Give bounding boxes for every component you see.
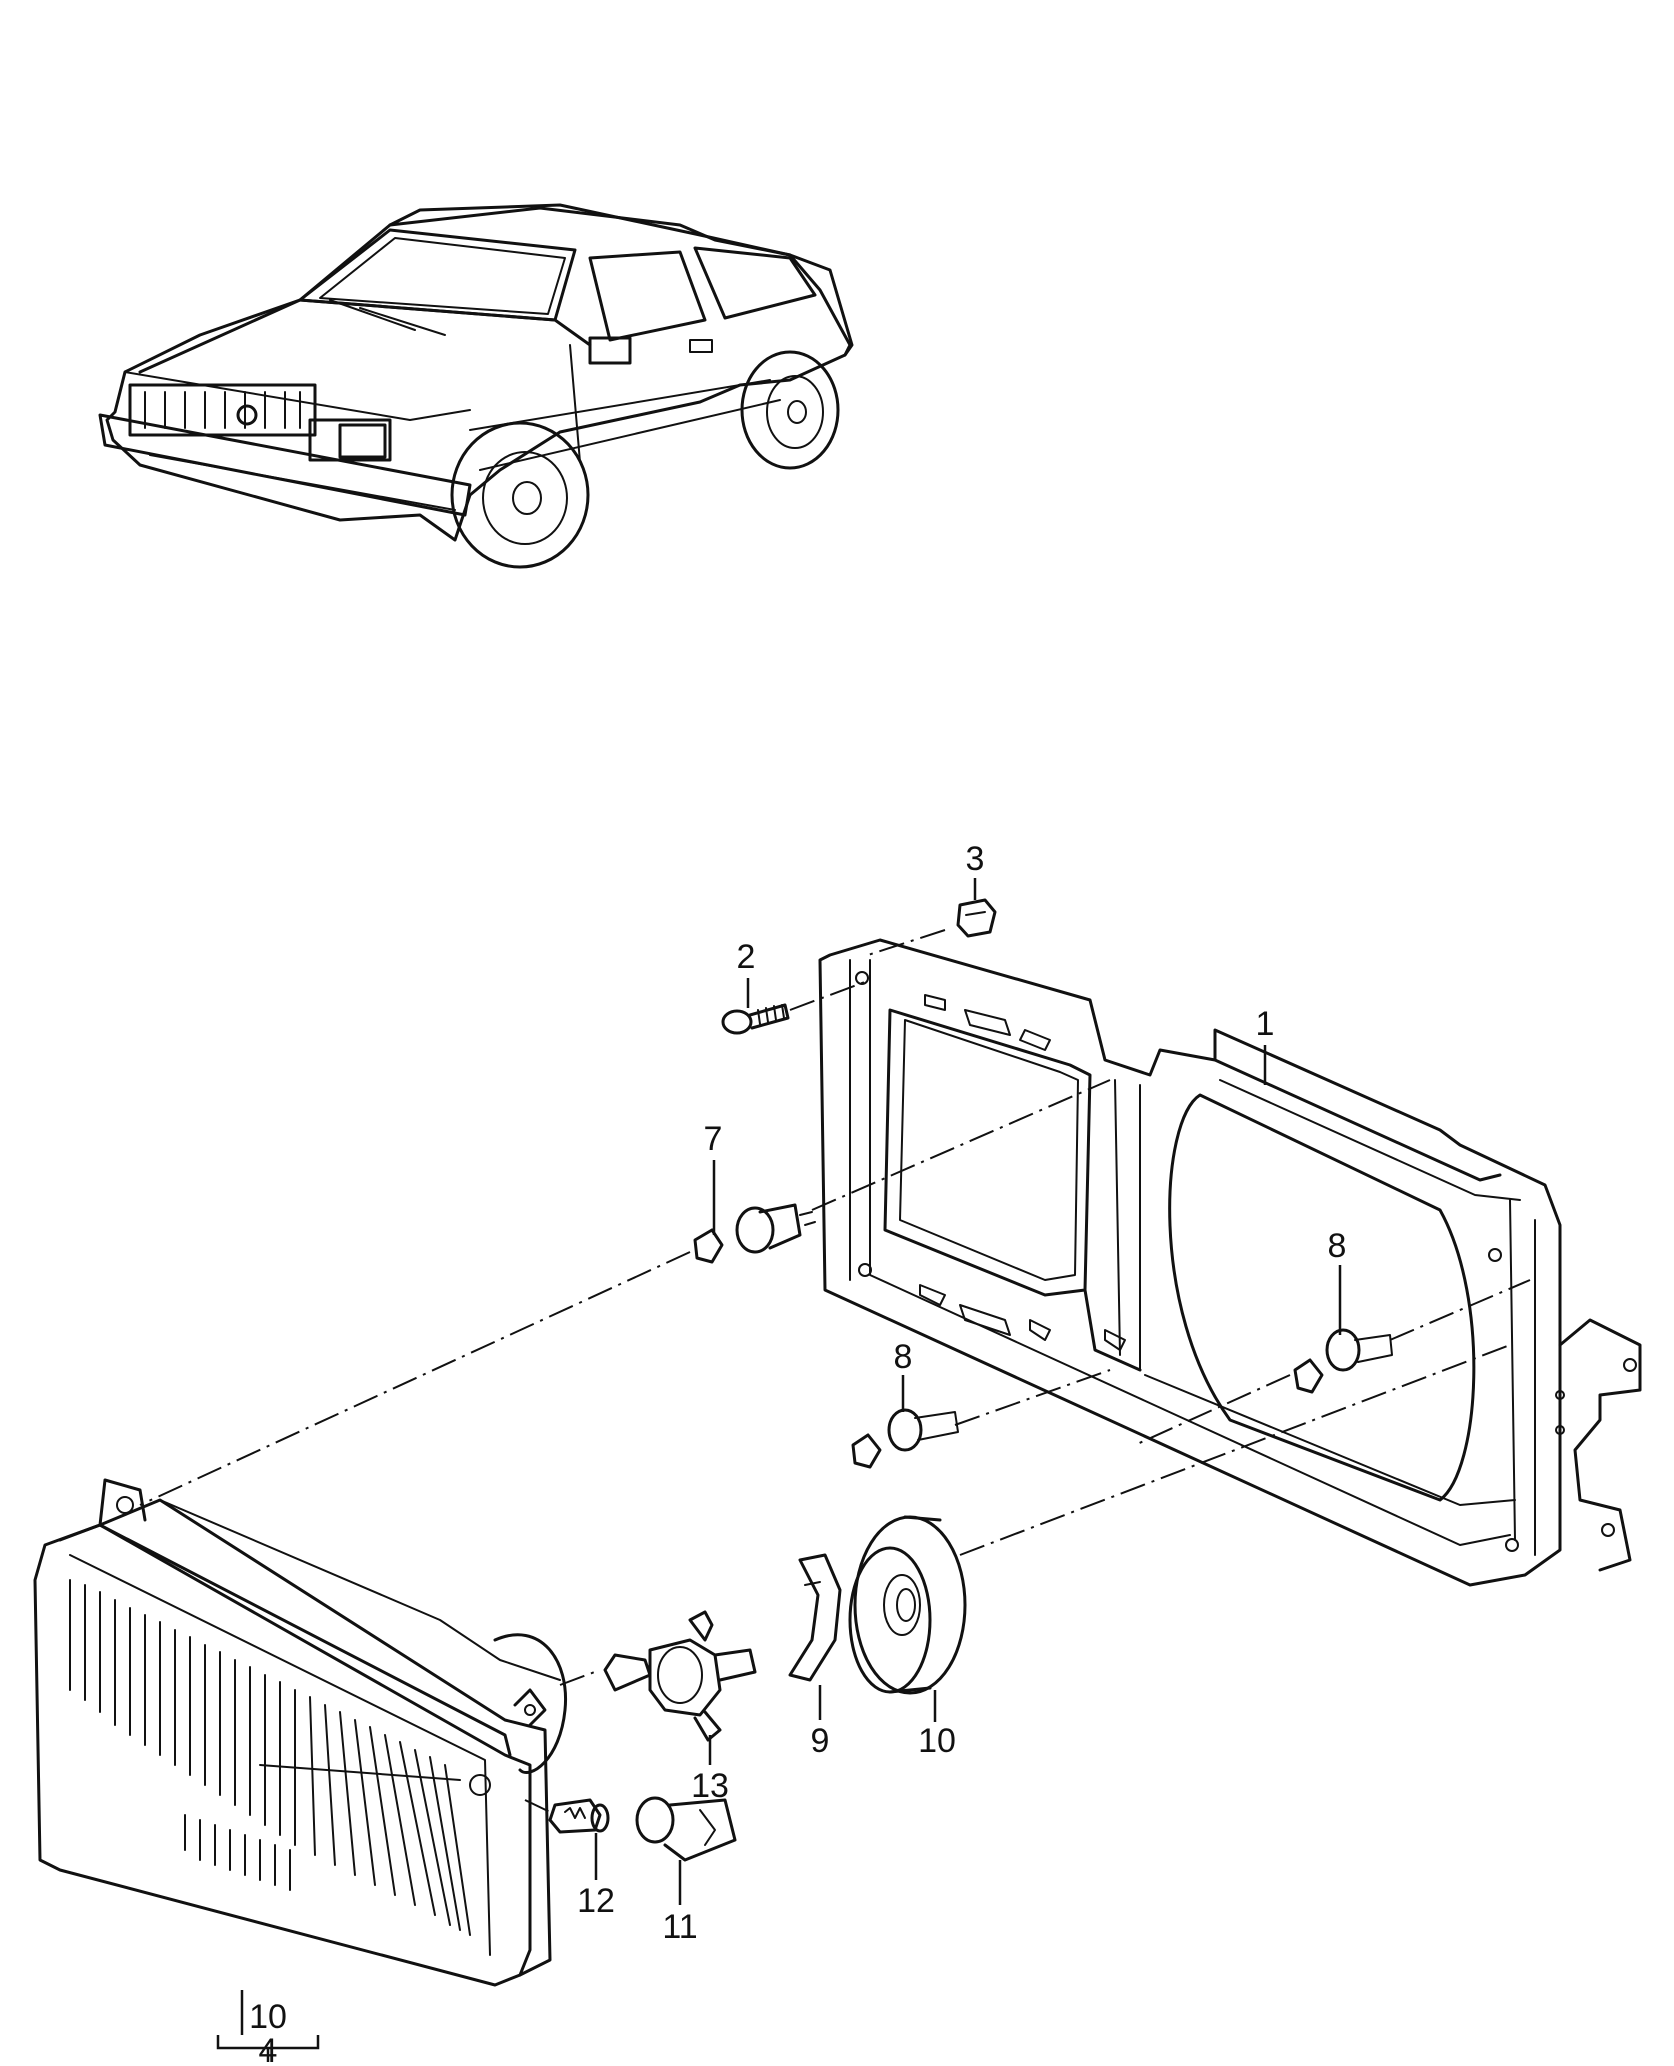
callout-11: 11	[662, 1908, 697, 1946]
parking-bulb-12	[548, 1798, 610, 1834]
callout-2: 2	[737, 938, 756, 976]
callout-3: 3	[966, 840, 985, 878]
callout-1: 1	[1256, 1005, 1275, 1043]
callout-9: 9	[811, 1722, 830, 1760]
lens-lower-ribs	[184, 1814, 291, 1891]
callouts: 1 2 3 4 7 8 8 9 10 10 11 12 13	[249, 840, 1346, 2066]
rubber-cap-10	[848, 1515, 967, 1695]
callout-4: 4	[259, 2032, 278, 2066]
car-illustration	[98, 203, 854, 569]
screw-2	[721, 1003, 790, 1035]
lens-ribs	[69, 1579, 471, 1936]
bulb-holder-11	[635, 1796, 737, 1862]
main-bulb-13	[603, 1610, 757, 1742]
retaining-ring-9	[788, 1553, 842, 1682]
clip-nut-3	[956, 898, 997, 938]
callout-10-headlight: 10	[249, 1998, 287, 2036]
callout-7: 7	[704, 1120, 723, 1158]
callout-12: 12	[577, 1882, 615, 1920]
callout-10-cap: 10	[918, 1722, 956, 1760]
callout-8-right: 8	[1328, 1227, 1347, 1265]
leader-lines	[216, 878, 1342, 2062]
callout-8-left: 8	[894, 1338, 913, 1376]
headlight-frame	[818, 938, 1642, 1587]
adjusting-screw-8-left	[851, 1408, 959, 1469]
assembly-lines	[139, 929, 1531, 1813]
adjusting-screw-8-right	[1293, 1328, 1393, 1394]
headlight-assembly	[33, 1478, 568, 1987]
callout-13: 13	[691, 1767, 729, 1805]
adjusting-screw-7	[693, 1203, 816, 1264]
